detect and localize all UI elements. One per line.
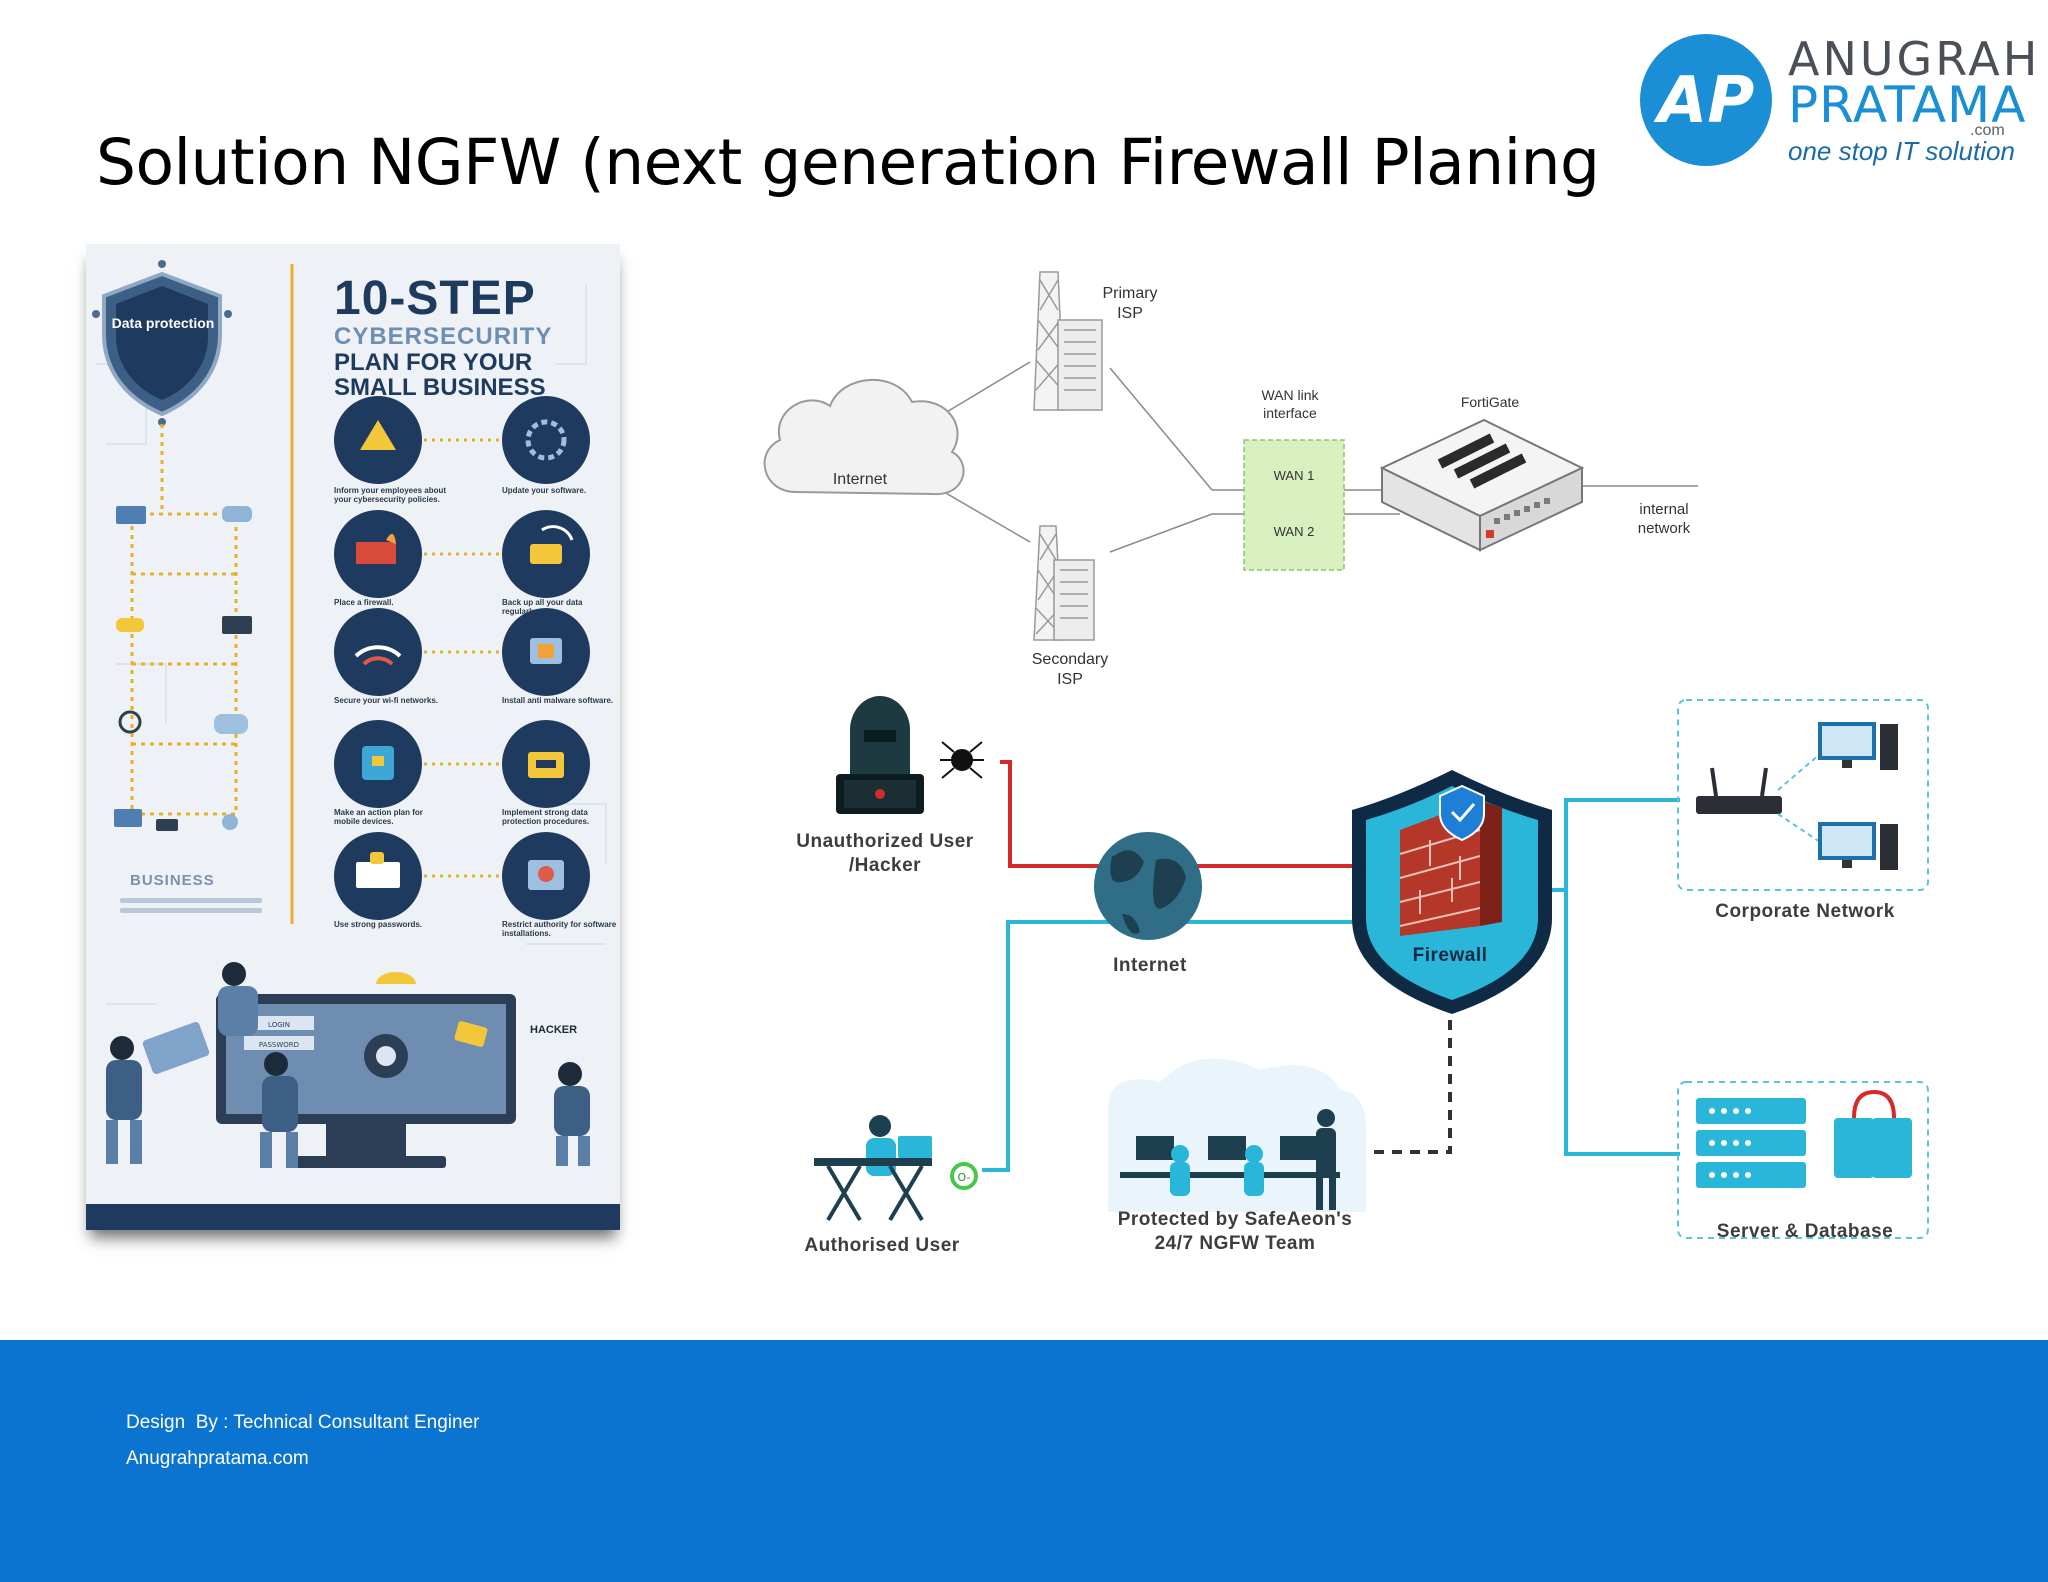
server-rack-icon (1696, 1098, 1806, 1188)
step-label: Secure your wi-fi networks. (334, 696, 439, 705)
brand-logo: AP ANUGRAH PRATAMA .com one stop IT solu… (1638, 30, 2037, 170)
hacker-icon (836, 696, 924, 814)
brand-name-line1: ANUGRAH (1788, 32, 2041, 86)
step-label: Back up all your data regularly. (502, 598, 583, 616)
footer-designer: Design By : Technical Consultant Enginer (126, 1412, 480, 1433)
step-label: Implement strong data protection procedu… (502, 808, 590, 826)
primary-isp-tower-icon (1033, 271, 1103, 411)
business-label: BUSINESS (130, 872, 215, 889)
authorised-user-icon (814, 1115, 932, 1222)
soc-team-illustration (1108, 1058, 1366, 1212)
step-label: Make an action plan for mobile devices. (334, 808, 423, 826)
step-label: Inform your employees about your cyberse… (334, 486, 447, 504)
server-database-box (1677, 1081, 1929, 1239)
spider-icon (940, 741, 984, 779)
infographic-title-line1: 10-STEP (334, 272, 536, 325)
step-label: Use strong passwords. (334, 920, 423, 929)
footer-bar: Design By : Technical Consultant Enginer… (0, 1340, 2048, 1582)
wan1-label: WAN 1 (1273, 468, 1315, 483)
step-label: Update your software. (502, 486, 587, 495)
hacker-label: Unauthorized User/Hacker (796, 831, 974, 876)
ngfw-diagram: O- (814, 696, 1929, 1239)
server-database-label: Server & Database (1716, 1221, 1894, 1242)
wan-interface-box (1243, 439, 1345, 571)
svg-text:O-: O- (958, 1171, 971, 1184)
step-label: Install anti malware software. (502, 696, 614, 705)
authorised-user-label: Authorised User (804, 1235, 960, 1256)
hacker-label: HACKER (530, 1024, 578, 1036)
wan-internet-label: Internet (832, 471, 888, 488)
brand-name-line2: PRATAMA (1788, 76, 2027, 134)
infographic-title-line3: PLAN FOR YOUR (334, 349, 533, 376)
desktop-pc-icon (1818, 722, 1898, 770)
shield-icon (102, 271, 222, 417)
wan-diagram (763, 271, 1698, 641)
infographic-title-line4: SMALL BUSINESS (334, 374, 546, 401)
firewall-shield-icon (1352, 770, 1552, 1014)
data-protection-badge: Data protection (111, 315, 215, 331)
step-label: Place a firewall. (334, 598, 394, 607)
desktop-pc-icon (1818, 822, 1898, 870)
database-icon (1834, 1089, 1912, 1178)
infographic-title: 10-STEP CYBERSECURITY PLAN FOR YOUR SMAL… (334, 272, 614, 401)
key-icon: O- (950, 1162, 978, 1190)
logo-monogram: AP (1653, 64, 1755, 138)
ap-logo-icon: AP (1640, 34, 1772, 166)
corporate-network-label: Corporate Network (1715, 901, 1895, 922)
fortigate-label: FortiGate (1460, 394, 1520, 410)
svg-text:LOGIN: LOGIN (268, 1021, 290, 1029)
internet-label: Internet (1113, 955, 1187, 976)
router-icon (1696, 767, 1782, 814)
cybersecurity-infographic: LOGIN PASSWORD Data protection 10-STEP C… (86, 244, 620, 1230)
brand-domain-suffix: .com (1970, 122, 2005, 139)
svg-text:PASSWORD: PASSWORD (259, 1041, 299, 1049)
fortigate-appliance-icon (1379, 418, 1585, 552)
globe-icon (1094, 832, 1202, 940)
wan2-label: WAN 2 (1273, 524, 1315, 539)
corporate-network-box (1677, 699, 1929, 891)
firewall-label: Firewall (1412, 945, 1488, 966)
cloud-icon (763, 379, 965, 496)
page-title: Solution NGFW (next generation Firewall … (96, 126, 1600, 199)
step-label: Restrict authority for software installa… (502, 920, 617, 938)
brand-tagline: one stop IT solution (1788, 136, 2015, 166)
infographic-title-line2: CYBERSECURITY (334, 323, 553, 350)
infographic-art: LOGIN PASSWORD (86, 260, 620, 1230)
footer-website: Anugrahpratama.com (126, 1448, 309, 1469)
secondary-isp-tower-icon (1033, 525, 1095, 641)
